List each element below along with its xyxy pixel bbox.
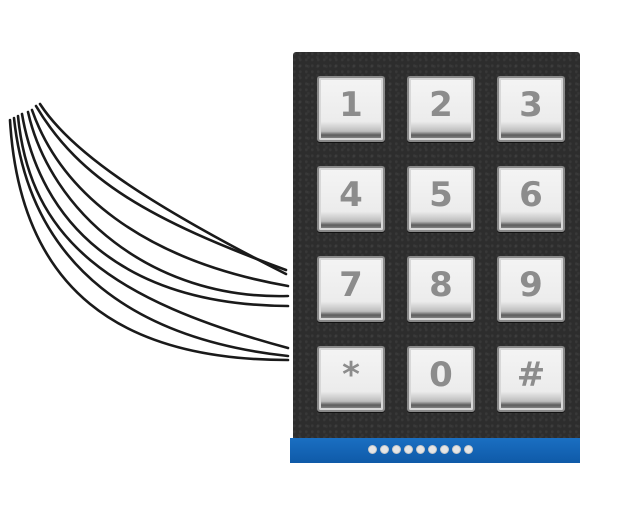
pin-hole [380,445,389,454]
key-8[interactable]: 8 [407,256,475,322]
pin-hole [404,445,413,454]
key-label: 7 [339,265,363,305]
ribbon-wires [8,102,290,362]
key-label: * [342,355,360,395]
pin-hole [464,445,473,454]
key-label: 3 [519,85,543,125]
key-4[interactable]: 4 [317,166,385,232]
connector-pins [368,445,473,454]
pin-hole [440,445,449,454]
key-label: # [516,355,546,395]
key-3[interactable]: 3 [497,76,565,142]
pin-hole [452,445,461,454]
key-6[interactable]: 6 [497,166,565,232]
keypad-board: 1 2 3 4 5 6 7 8 9 * 0 # [293,52,580,444]
key-label: 1 [339,85,363,125]
key-5[interactable]: 5 [407,166,475,232]
key-7[interactable]: 7 [317,256,385,322]
key-9[interactable]: 9 [497,256,565,322]
pin-hole [368,445,377,454]
key-label: 9 [519,265,543,305]
key-0[interactable]: 0 [407,346,475,412]
pcb-strip [290,438,580,463]
key-label: 0 [429,355,453,395]
key-1[interactable]: 1 [317,76,385,142]
key-label: 5 [429,175,453,215]
key-grid: 1 2 3 4 5 6 7 8 9 * 0 # [317,76,565,412]
key-star[interactable]: * [317,346,385,412]
key-label: 8 [429,265,453,305]
key-label: 6 [519,175,543,215]
pin-hole [392,445,401,454]
key-label: 4 [339,175,363,215]
key-2[interactable]: 2 [407,76,475,142]
key-label: 2 [429,85,453,125]
pin-hole [416,445,425,454]
key-hash[interactable]: # [497,346,565,412]
pin-hole [428,445,437,454]
